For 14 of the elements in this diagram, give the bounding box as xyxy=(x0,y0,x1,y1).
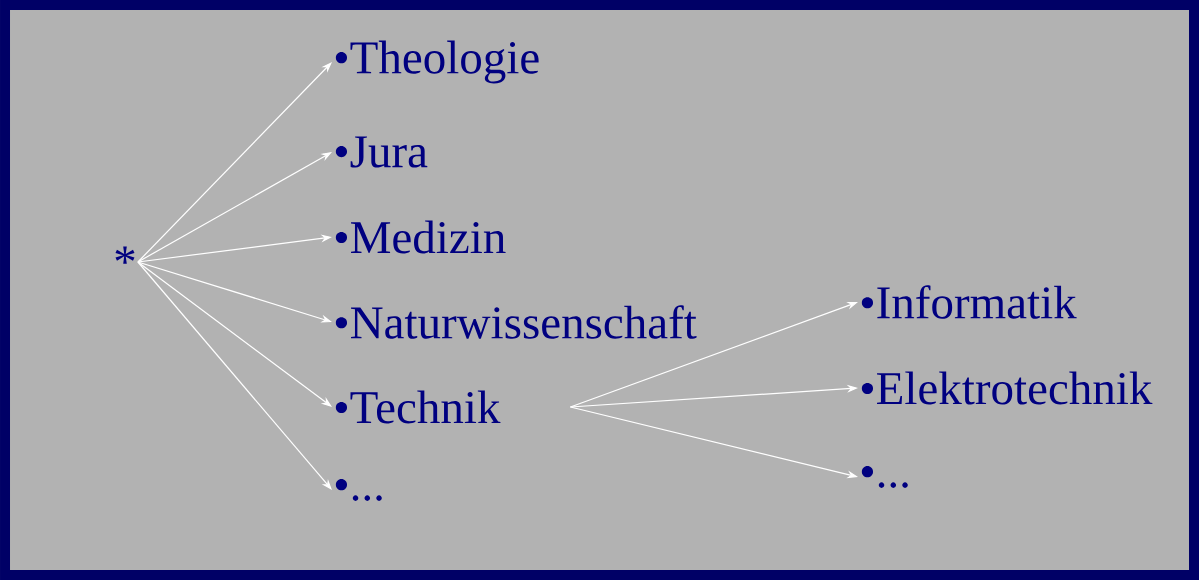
list-item: •Theologie xyxy=(335,40,539,84)
arrow xyxy=(137,261,332,407)
arrow xyxy=(137,261,332,490)
list-item: •... xyxy=(335,479,382,501)
list-item: •Jura xyxy=(335,136,428,168)
list-item: •... xyxy=(861,466,908,488)
list-item: •Technik xyxy=(335,390,501,424)
list-item: •Elektrotechnik xyxy=(861,371,1153,405)
arrow xyxy=(137,152,332,263)
list-item: •Informatik xyxy=(861,285,1077,319)
list-item: •Naturwissenschaft xyxy=(335,305,697,339)
arrow xyxy=(137,62,332,263)
list-item: •Medizin xyxy=(335,220,506,254)
star-symbol: * xyxy=(115,246,135,264)
